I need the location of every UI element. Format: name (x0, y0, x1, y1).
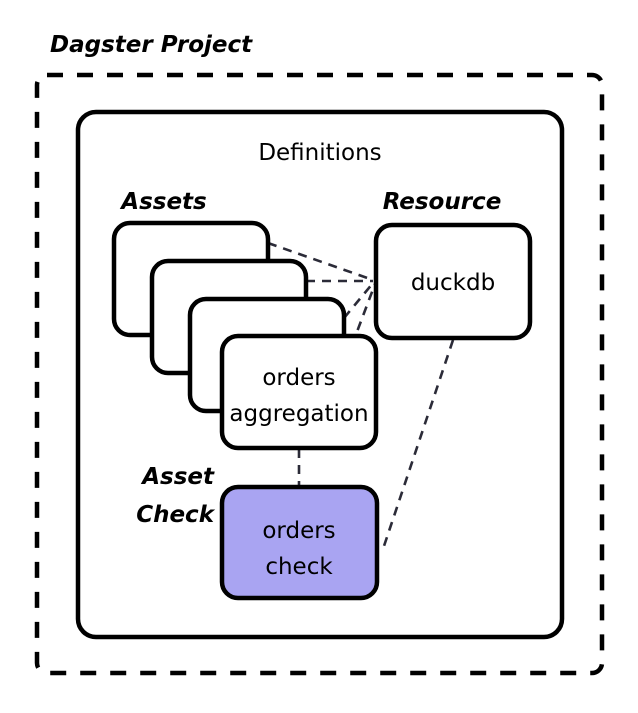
resource-group-label: Resource (383, 189, 502, 215)
edge-group (267, 241, 455, 553)
asset-stack (111, 220, 379, 451)
resource-node-duckdb[interactable] (373, 222, 533, 341)
orders-aggregation-label-line2: aggregation (229, 401, 368, 427)
orders-aggregation-label-line1: orders (262, 365, 335, 391)
orders-check-label-line2: check (265, 554, 333, 580)
definitions-container (75, 109, 565, 640)
duckdb-label: duckdb (411, 270, 495, 296)
asset-check-node-orders-check[interactable] (219, 484, 380, 601)
edge-asset3-to-duckdb (342, 282, 375, 319)
outer-dashed-container (34, 72, 605, 676)
edge-asset1-to-duckdb (267, 241, 374, 282)
asset-check-group-label-line1: Asset (140, 464, 215, 490)
orders-check-label-line1: orders (262, 518, 335, 544)
asset-check-group-label-line2: Check (136, 502, 215, 528)
assets-group-label: Assets (119, 189, 206, 215)
edge-duckdb-to-orders-check (380, 339, 455, 553)
outer-container-title: Dagster Project (50, 32, 253, 58)
definitions-title: Definitions (258, 140, 381, 166)
asset-card-front-orders-aggregation[interactable] (219, 333, 379, 451)
edge-orders-aggregation-to-duckdb (350, 283, 377, 346)
